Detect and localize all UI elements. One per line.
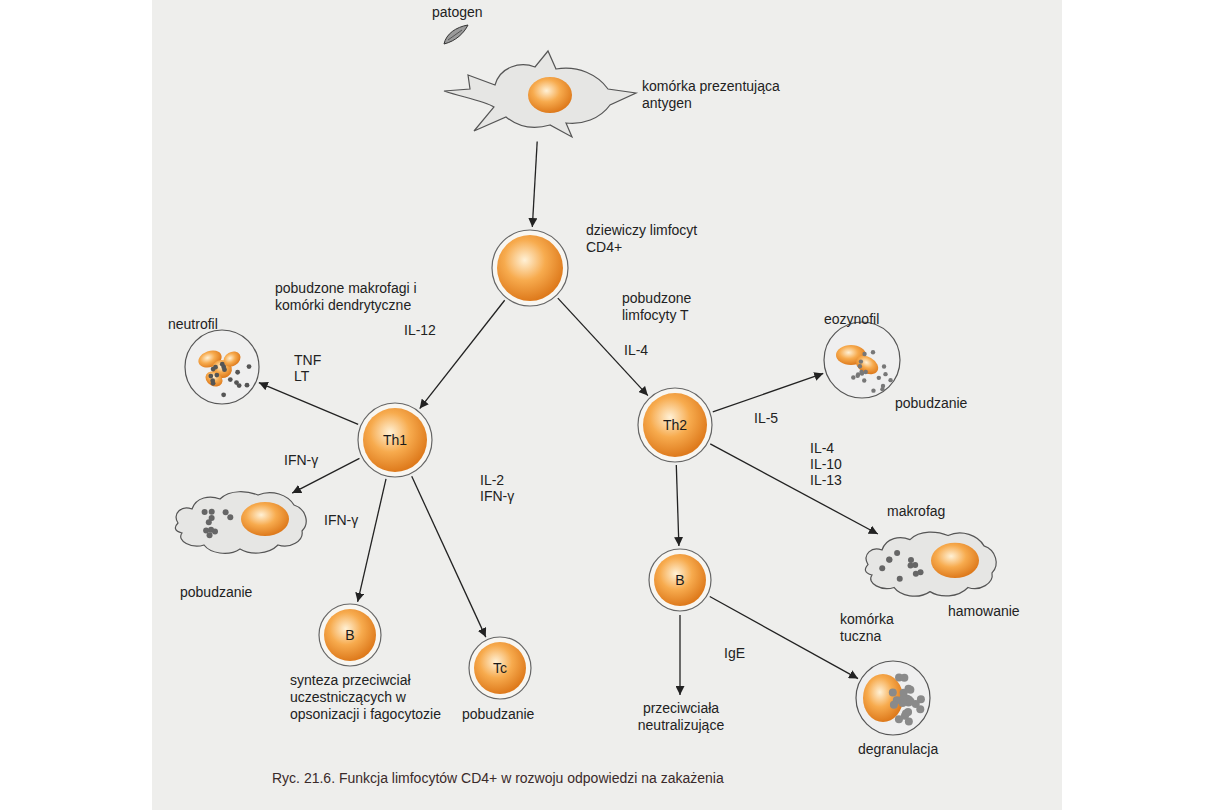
arrow-connector (713, 373, 823, 411)
arrow-connector (710, 444, 878, 534)
cell-figure (184, 329, 260, 405)
cell-name: Th2 (637, 387, 713, 463)
cytokine-label: IL-2 IFN-γ (478, 472, 516, 504)
cytokine-label: IFN-γ (322, 512, 360, 528)
th2-cell: Th2 (637, 387, 713, 463)
cell-caption: hamowanie (948, 603, 1048, 620)
cytokine-label: IL-12 (402, 322, 438, 338)
figure-caption: Ryc. 21.6. Funkcja limfocytów CD4+ w roz… (272, 770, 724, 786)
cell-caption: dziewiczy limfocyt CD4+ (586, 222, 698, 256)
cell-name: Tc (468, 636, 532, 700)
arrow-connector (358, 479, 386, 602)
th1-cell: Th1 (357, 402, 433, 478)
annotation-label: patogen (432, 4, 522, 21)
eosinophil-cell: eozynofilpobudzanie (823, 321, 901, 399)
cell-caption: degranulacja (858, 741, 968, 758)
arrow-connector (532, 141, 537, 227)
cell-name: B (318, 603, 382, 667)
tc-cell: Tcpobudzanie (468, 636, 532, 700)
cell-caption: neutrofil (168, 316, 258, 333)
annotation-label: pobudzone limfocyty T (622, 290, 727, 324)
cell-figure (855, 660, 931, 736)
annotation-label: przeciwciała neutralizujące (622, 700, 740, 734)
antibody-arrow (680, 615, 681, 695)
cell-caption: pobudzanie (462, 706, 562, 723)
macrophage-cell: pobudzanie (170, 483, 310, 558)
arrow-connector (420, 300, 505, 408)
cell-caption: eozynofil (824, 311, 914, 328)
b-cell: B (648, 548, 712, 612)
cytokine-label: IL-4 IL-10 IL-13 (808, 440, 844, 488)
cell-figure (860, 523, 1000, 601)
arrow-connector (259, 383, 358, 425)
cell-caption: makrofag (887, 503, 977, 520)
cell-caption: komórka tuczna (840, 611, 920, 645)
cell-figure (170, 483, 310, 558)
cell-figure (823, 321, 901, 399)
cell-caption: pobudzanie (180, 584, 290, 601)
cell-caption: pobudzanie (895, 395, 995, 412)
b-cell: Bsynteza przeciwciał uczestniczących w o… (318, 603, 382, 667)
cell-caption: synteza przeciwciał uczestniczących w op… (290, 672, 442, 722)
neutrophil-cell: neutrofil (184, 329, 260, 405)
cell-name: B (648, 548, 712, 612)
mast-cell: komórka tucznadegranulacja (855, 660, 931, 736)
cell-figure (491, 229, 569, 307)
arrow-connector (676, 465, 679, 546)
cell-name: Th1 (357, 402, 433, 478)
cell-figure (440, 45, 640, 140)
arrow-connector (412, 476, 486, 637)
macrophage-cell: makrofaghamowanie (860, 523, 1000, 601)
cytokine-label: IL-5 (752, 410, 780, 426)
arrow-connector (710, 596, 858, 678)
antigen-presenting-cell: komórka prezentująca antygen (440, 45, 640, 140)
cytokine-label: IFN-γ (282, 452, 320, 468)
naive-cd4-cell: dziewiczy limfocyt CD4+ (491, 229, 569, 307)
pathogen-figure (444, 25, 468, 44)
annotation-label: pobudzone makrofagi i komórki dendrytycz… (275, 280, 465, 314)
cytokine-label: IL-4 (622, 342, 650, 358)
cytokine-label: TNF LT (292, 352, 323, 384)
cell-caption: komórka prezentująca antygen (642, 78, 792, 112)
cytokine-label: IgE (722, 645, 747, 661)
